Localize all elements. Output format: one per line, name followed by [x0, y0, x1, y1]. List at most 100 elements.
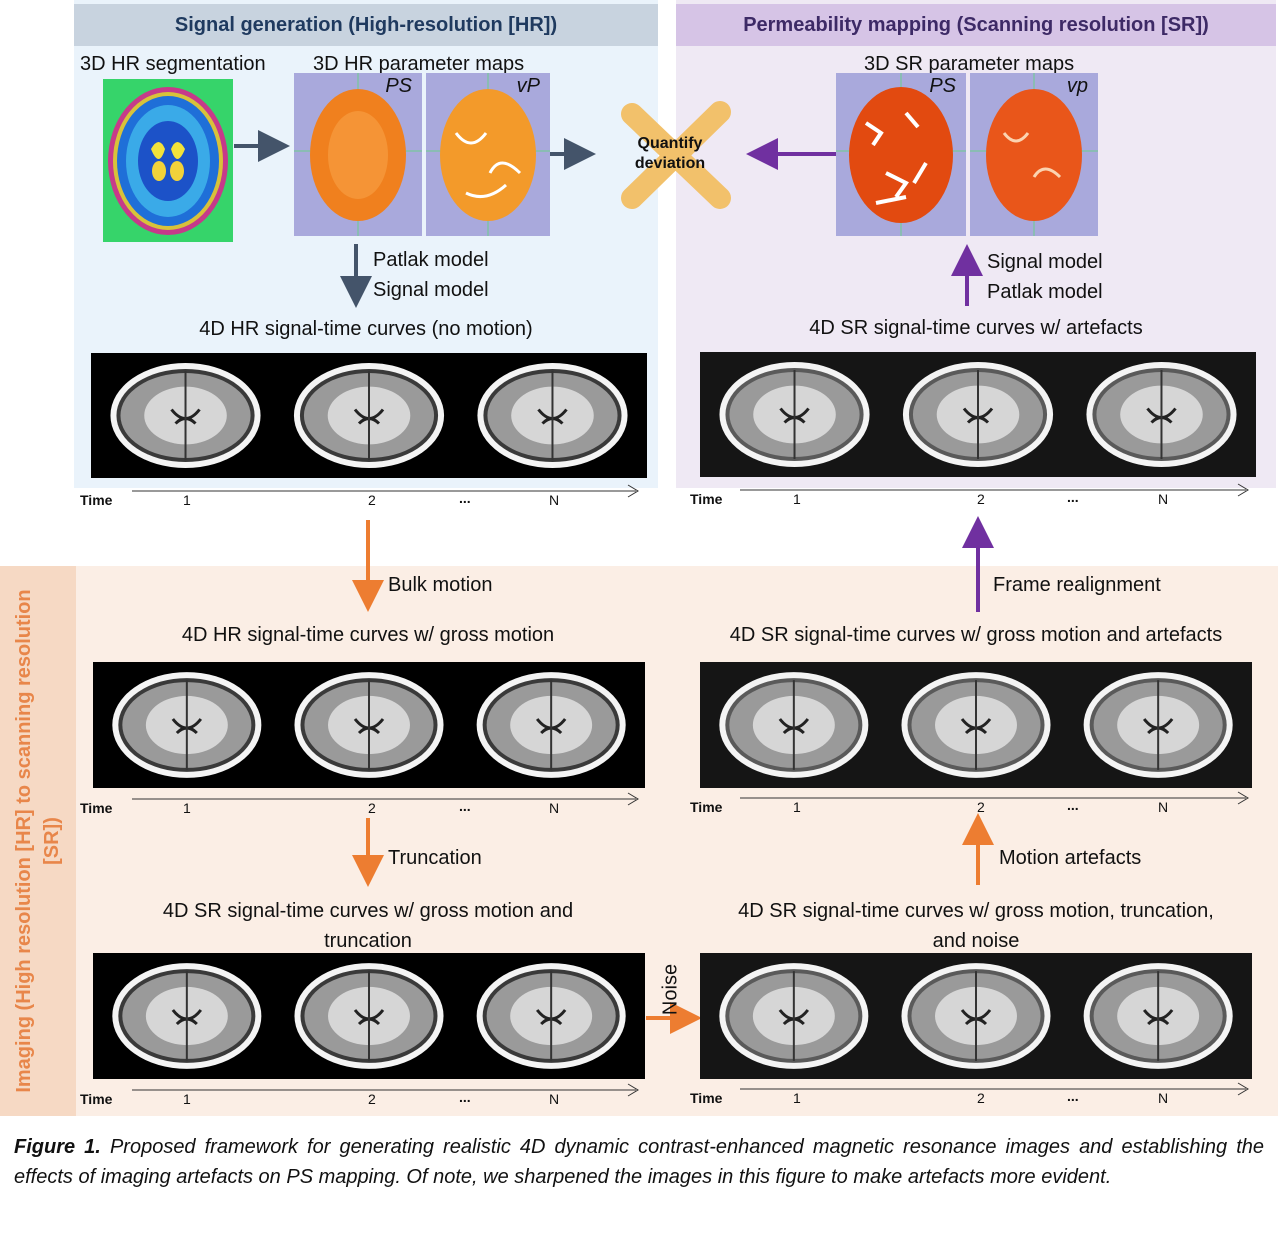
- caption-prefix: Figure 1.: [14, 1136, 101, 1158]
- sr-model-line1: Signal model: [987, 251, 1103, 273]
- time-label: Time: [80, 800, 113, 816]
- brain-slice-2: [902, 362, 1054, 467]
- brain-slice-1: [719, 362, 870, 467]
- hr-models-label: Patlak model Signal model: [373, 245, 489, 305]
- time-tick: N: [1158, 799, 1169, 815]
- sr-ps-map: PS: [836, 73, 966, 236]
- time-tick: 2: [368, 800, 376, 816]
- time-tick: N: [1158, 1090, 1169, 1106]
- quantify-deviation-label: Quantify deviation: [620, 134, 720, 174]
- brain-slice-1: [719, 672, 869, 778]
- brain-slice-3: [476, 963, 626, 1069]
- time-tick: N: [549, 1091, 560, 1107]
- quantify-line2: deviation: [634, 155, 706, 172]
- brain-slices: [112, 672, 626, 778]
- sr-ps-label: PS: [929, 75, 956, 97]
- hr-vp-map: vP: [426, 73, 550, 236]
- sr-vp-label: vp: [1066, 75, 1088, 97]
- time-label: Time: [690, 491, 723, 507]
- brain-slice-2: [294, 672, 444, 778]
- time-tick: ...: [1067, 797, 1079, 813]
- permeability-mapping-header: Permeability mapping (Scanning resolutio…: [676, 4, 1276, 46]
- brain-slice-3: [476, 672, 626, 778]
- time-label: Time: [690, 1090, 723, 1106]
- time-tick: 1: [183, 492, 191, 508]
- motion-artefacts-label: Motion artefacts: [999, 847, 1142, 869]
- noise-label: Noise: [659, 963, 682, 1016]
- hr-vp-label: vP: [516, 75, 540, 97]
- sr-param-maps-label: 3D SR parameter maps: [864, 53, 1075, 75]
- brain-slice-2: [294, 963, 444, 1069]
- time-label: Time: [80, 1091, 113, 1107]
- brain-slices: [719, 362, 1237, 467]
- sr-gross-artefacts-strip: [700, 662, 1252, 788]
- time-tick: N: [549, 492, 560, 508]
- brain-slice-3: [1083, 963, 1233, 1069]
- brain-slice-3: [477, 363, 628, 468]
- time-label: Time: [690, 799, 723, 815]
- bulk-motion-label: Bulk motion: [388, 574, 493, 596]
- brain-slice-3: [1086, 362, 1237, 467]
- signal-generation-header: Signal generation (High-resolution [HR]): [74, 4, 658, 46]
- brain-slices: [112, 963, 626, 1069]
- brain-slice-2: [901, 963, 1051, 1069]
- time-tick: 1: [183, 1091, 191, 1107]
- hr-ps-map: PS: [294, 73, 422, 236]
- time-tick: N: [1158, 491, 1169, 507]
- time-tick: ...: [459, 798, 471, 814]
- sr-gross-trunc-noise-label: 4D SR signal-time curves w/ gross motion…: [676, 896, 1276, 956]
- brain-slice-3: [1083, 672, 1233, 778]
- imaging-side-bar: [0, 566, 76, 1116]
- wrench-icon: [621, 101, 731, 209]
- time-tick: ...: [459, 490, 471, 506]
- sr-artefacts-strip: [700, 352, 1256, 477]
- time-tick: 2: [368, 492, 376, 508]
- truncation-label: Truncation: [388, 847, 482, 869]
- sr-gross-trunc-noise-line1: 4D SR signal-time curves w/ gross motion…: [738, 900, 1214, 922]
- sr-model-line2: Patlak model: [987, 281, 1103, 303]
- time-tick: 2: [977, 1090, 985, 1106]
- segmentation-image: [103, 79, 233, 242]
- hr-gross-motion-label: 4D HR signal-time curves w/ gross motion: [181, 624, 555, 646]
- sr-curves-label: 4D SR signal-time curves w/ artefacts: [809, 317, 1143, 339]
- time-tick: ...: [459, 1089, 471, 1105]
- brain-slices: [719, 672, 1233, 778]
- brain-slice-1: [719, 963, 869, 1069]
- time-label: Time: [80, 492, 113, 508]
- sr-gross-trunc-noise-strip: [700, 953, 1252, 1079]
- time-tick: 1: [793, 491, 801, 507]
- sr-gross-artefacts-label: 4D SR signal-time curves w/ gross motion…: [729, 624, 1223, 646]
- brain-slice-1: [112, 672, 262, 778]
- quantify-line1: Quantify: [637, 135, 703, 152]
- sr-gross-trunc-label: 4D SR signal-time curves w/ gross motion…: [76, 896, 660, 956]
- brain-slice-1: [112, 963, 262, 1069]
- time-tick: 2: [977, 491, 985, 507]
- time-tick: 2: [368, 1091, 376, 1107]
- brain-slices: [110, 363, 628, 468]
- sr-models-label: Signal model Patlak model: [987, 247, 1103, 307]
- sr-gross-trunc-line2: truncation: [324, 930, 412, 952]
- hr-param-maps-label: 3D HR parameter maps: [313, 53, 525, 75]
- time-tick: ...: [1067, 489, 1079, 505]
- brain-slice-1: [110, 363, 261, 468]
- segmentation-label: 3D HR segmentation: [80, 53, 266, 75]
- figure-caption: Figure 1. Proposed framework for generat…: [14, 1132, 1264, 1192]
- time-tick: ...: [1067, 1088, 1079, 1104]
- hr-no-motion-strip: [91, 353, 647, 478]
- caption-text: Proposed framework for generating realis…: [14, 1136, 1265, 1188]
- time-tick: 1: [793, 1090, 801, 1106]
- sr-gross-trunc-strip: [93, 953, 645, 1079]
- time-tick: 1: [793, 799, 801, 815]
- sr-gross-trunc-noise-line2: and noise: [932, 930, 1020, 952]
- sr-gross-trunc-line1: 4D SR signal-time curves w/ gross motion…: [162, 900, 574, 922]
- time-tick: 2: [977, 799, 985, 815]
- hr-model-line2: Signal model: [373, 279, 489, 301]
- hr-gross-motion-strip: [93, 662, 645, 788]
- frame-realignment-label: Frame realignment: [993, 574, 1161, 596]
- brain-slices: [719, 963, 1233, 1069]
- brain-slice-2: [901, 672, 1051, 778]
- time-tick: N: [549, 800, 560, 816]
- hr-curves-label: 4D HR signal-time curves (no motion): [199, 318, 533, 340]
- sr-vp-map: vp: [970, 73, 1098, 236]
